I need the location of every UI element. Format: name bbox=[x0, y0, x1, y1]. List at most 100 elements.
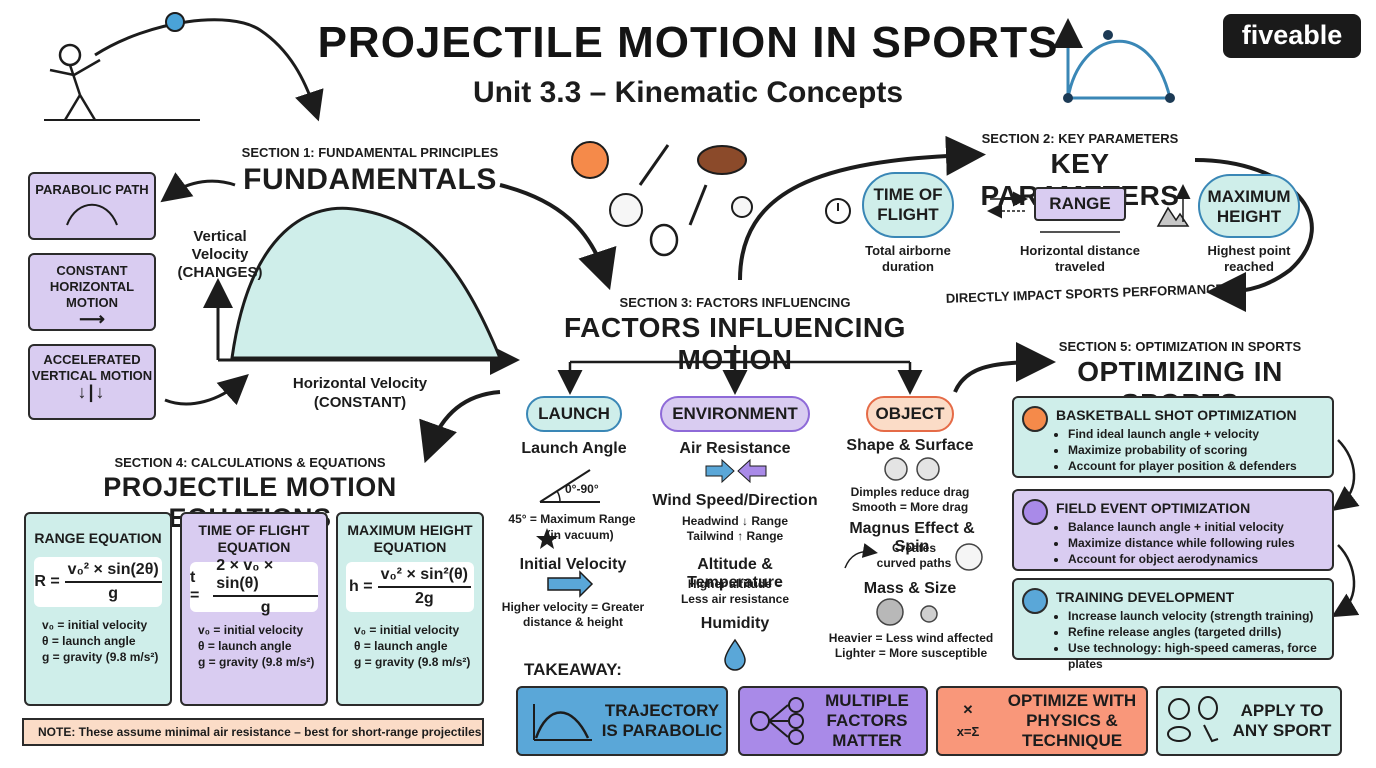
takeaway-parabolic-card: TRAJECTORY IS PARABOLIC bbox=[516, 686, 728, 756]
range-desc: Horizontal distance traveled bbox=[1020, 243, 1140, 274]
environment-pill: ENVIRONMENT bbox=[660, 396, 810, 432]
shape-note-dimples: Dimples reduce drag bbox=[850, 485, 970, 499]
takeaway-text-optimize: OPTIMIZE WITH PHYSICS & TECHNIQUE bbox=[1007, 691, 1137, 750]
time-of-flight-equation-lhs: t = bbox=[190, 569, 200, 604]
time-of-flight-equation-denominator: g bbox=[260, 599, 271, 616]
time-of-flight-pill: TIME OF FLIGHT bbox=[862, 172, 954, 238]
sports-equipment-icon bbox=[1167, 696, 1219, 743]
maximum-height-pill: MAXIMUM HEIGHT bbox=[1198, 174, 1300, 238]
magnus-title: Magnus Effect & Spin bbox=[849, 520, 975, 555]
list-item: Maximize probability of scoring bbox=[1068, 442, 1332, 458]
list-item: Account for player position & defenders bbox=[1068, 458, 1332, 474]
constant-horizontal-label: CONSTANT HORIZONTAL MOTION bbox=[49, 263, 135, 310]
var-gravity: g = gravity (9.8 m/s²) bbox=[354, 655, 471, 669]
assumption-note: NOTE: These assume minimal air resistanc… bbox=[22, 718, 484, 746]
time-of-flight-equation-formula: t = 2 × v₀ × sin(θ) g bbox=[190, 557, 318, 616]
var-initial-velocity: v₀ = initial velocity bbox=[354, 623, 460, 637]
constant-horizontal-box: CONSTANT HORIZONTAL MOTION ⟶ bbox=[28, 253, 156, 331]
section4-label: SECTION 4: CALCULATIONS & EQUATIONS bbox=[114, 455, 386, 470]
basketball-icon bbox=[1022, 406, 1048, 432]
dumbbell-icon bbox=[1022, 588, 1048, 614]
initial-velocity-note: Higher velocity = Greater distance & hei… bbox=[501, 600, 645, 629]
var-initial-velocity: v₀ = initial velocity bbox=[42, 618, 148, 632]
maximum-height-equation-title: MAXIMUM HEIGHT EQUATION bbox=[347, 522, 473, 555]
launch-pill: LAUNCH bbox=[526, 396, 622, 432]
wind-title: Wind Speed/Direction bbox=[652, 492, 818, 509]
maximum-height-equation-formula: h = v₀² × sin²(θ) 2g bbox=[346, 562, 474, 612]
shape-surface-title: Shape & Surface bbox=[846, 437, 974, 454]
page-title: PROJECTILE MOTION IN SPORTS bbox=[317, 18, 1059, 67]
takeaway-label: TAKEAWAY: bbox=[524, 660, 622, 679]
wind-note-headwind: Headwind ↓ Range bbox=[681, 514, 788, 528]
range-equation-denominator: g bbox=[108, 585, 119, 602]
object-pill: OBJECT bbox=[866, 396, 954, 432]
range-equation-numerator: v₀² × sin(2θ) bbox=[64, 561, 162, 583]
altitude-title: Altitude & Temperature bbox=[687, 556, 783, 591]
air-resistance-title: Air Resistance bbox=[679, 440, 791, 457]
takeaway-text-sport: APPLY TO ANY SPORT bbox=[1232, 701, 1332, 740]
brand-logo: fiveable bbox=[1223, 14, 1361, 58]
page-subtitle: Unit 3.3 – Kinematic Concepts bbox=[472, 76, 904, 109]
sum-formula: x=Σ bbox=[956, 724, 980, 739]
launch-angle-note: 45° = Maximum Range bbox=[508, 512, 636, 526]
parabolic-path-box: PARABOLIC PATH bbox=[28, 172, 156, 240]
basketball-optimization-title: BASKETBALL SHOT OPTIMIZATION bbox=[1056, 407, 1297, 423]
horizontal-velocity-label: Horizontal Velocity (CONSTANT) bbox=[292, 375, 428, 411]
var-initial-velocity: v₀ = initial velocity bbox=[198, 623, 304, 637]
humidity-title: Humidity bbox=[700, 615, 770, 632]
mass-note-lighter: Lighter = More susceptible bbox=[834, 646, 988, 660]
maximum-height-equation-card: MAXIMUM HEIGHT EQUATION h = v₀² × sin²(θ… bbox=[336, 512, 484, 706]
accelerated-vertical-label: ACCELERATED VERTICAL MOTION bbox=[31, 352, 153, 383]
var-launch-angle: θ = launch angle bbox=[354, 639, 448, 653]
var-gravity: g = gravity (9.8 m/s²) bbox=[198, 655, 315, 669]
list-item: Find ideal launch angle + velocity bbox=[1068, 426, 1332, 442]
section1-label: SECTION 1: FUNDAMENTAL PRINCIPLES bbox=[241, 145, 499, 160]
down-arrows-icon: ↓|↓ bbox=[77, 382, 107, 402]
mass-size-title: Mass & Size bbox=[863, 580, 957, 597]
parabola-icon bbox=[66, 203, 118, 226]
right-arrow-icon: ⟶ bbox=[79, 309, 105, 329]
javelin-icon bbox=[1022, 499, 1048, 525]
time-of-flight-equation-card: TIME OF FLIGHT EQUATION t = 2 × v₀ × sin… bbox=[180, 512, 328, 706]
field-event-optimization-title: FIELD EVENT OPTIMIZATION bbox=[1056, 500, 1251, 516]
maximum-height-equation-numerator: v₀² × sin²(θ) bbox=[377, 566, 471, 588]
magnus-note: Creates curved paths bbox=[876, 541, 952, 570]
vertical-velocity-label: Vertical Velocity (CHANGES) bbox=[177, 228, 263, 281]
parabolic-path-label: PARABOLIC PATH bbox=[35, 182, 149, 197]
section3-label: SECTION 3: FACTORS INFLUENCING bbox=[619, 295, 851, 310]
range-equation-title: RANGE EQUATION bbox=[34, 530, 162, 546]
list-item: Refine release angles (targeted drills) bbox=[1068, 624, 1332, 640]
takeaway-text-factors: MULTIPLE FACTORS MATTER bbox=[825, 691, 909, 750]
basketball-optimization-card: BASKETBALL SHOT OPTIMIZATION Find ideal … bbox=[1012, 396, 1334, 478]
launch-angle-note2: (in vacuum) bbox=[546, 528, 614, 542]
var-launch-angle: θ = launch angle bbox=[42, 634, 136, 648]
shape-note-smooth: Smooth = More drag bbox=[851, 500, 969, 514]
section1-heading: FUNDAMENTALS bbox=[243, 163, 497, 196]
time-of-flight-equation-title: TIME OF FLIGHT EQUATION bbox=[198, 522, 310, 555]
takeaway-optimize-card: ✕x=Σ OPTIMIZE WITH PHYSICS & TECHNIQUE bbox=[936, 686, 1148, 756]
var-gravity: g = gravity (9.8 m/s²) bbox=[42, 650, 159, 664]
time-of-flight-equation-numerator: 2 × v₀ × sin(θ) bbox=[213, 557, 318, 597]
parabola-icon bbox=[533, 704, 592, 741]
var-launch-angle: θ = launch angle bbox=[198, 639, 292, 653]
runner-icon: ✕x=Σ bbox=[956, 702, 980, 739]
training-development-card: TRAINING DEVELOPMENT Increase launch vel… bbox=[1012, 578, 1334, 671]
launch-angle-title: Launch Angle bbox=[521, 440, 627, 457]
list-item: Use technology: high-speed cameras, forc… bbox=[1068, 640, 1332, 672]
time-of-flight-desc: Total airborne duration bbox=[865, 243, 951, 274]
accelerated-vertical-box: ACCELERATED VERTICAL MOTION ↓|↓ bbox=[28, 344, 156, 420]
range-equation-lhs: R = bbox=[34, 573, 60, 590]
list-item: Increase launch velocity (strength train… bbox=[1068, 608, 1332, 624]
wind-note-tailwind: Tailwind ↑ Range bbox=[686, 529, 784, 543]
takeaway-sport-card: APPLY TO ANY SPORT bbox=[1156, 686, 1342, 756]
mass-note-heavier: Heavier = Less wind affected bbox=[828, 631, 994, 645]
maximum-height-equation-lhs: h = bbox=[349, 578, 373, 595]
training-development-title: TRAINING DEVELOPMENT bbox=[1056, 589, 1235, 605]
section5-label: SECTION 5: OPTIMIZATION IN SPORTS bbox=[1058, 339, 1302, 354]
list-item: Balance launch angle + initial velocity bbox=[1068, 519, 1332, 535]
section3-heading: FACTORS INFLUENCING MOTION bbox=[564, 312, 906, 375]
range-equation-formula: R = v₀² × sin(2θ) g bbox=[34, 557, 162, 607]
maximum-height-equation-denominator: 2g bbox=[414, 590, 434, 607]
list-item: Account for object aerodynamics bbox=[1068, 551, 1332, 567]
